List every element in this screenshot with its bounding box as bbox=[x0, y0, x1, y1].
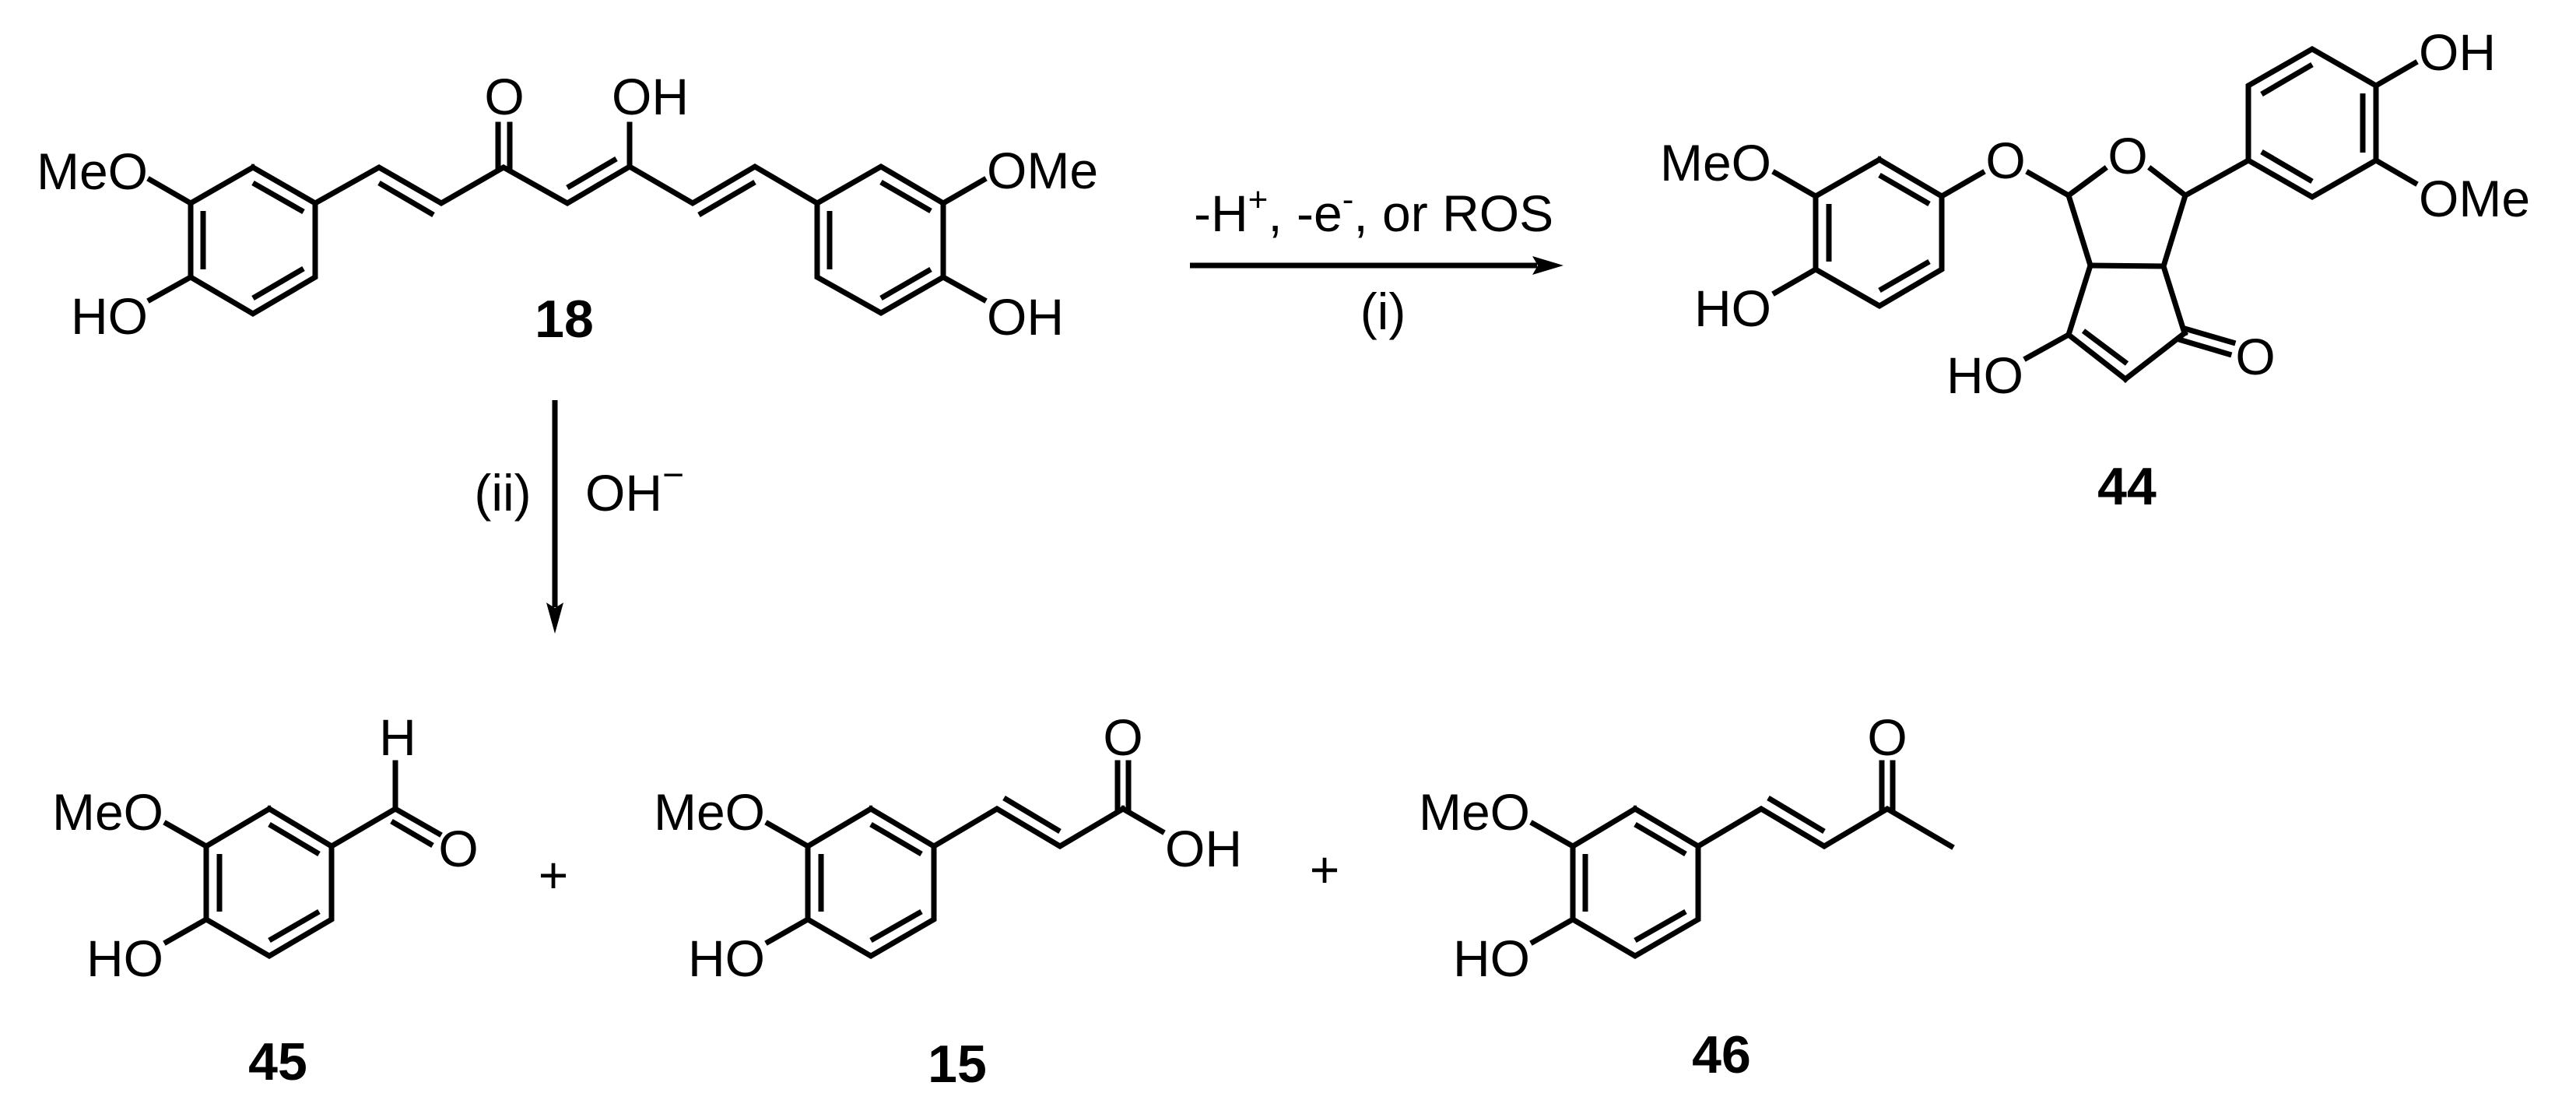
atom-label-meo: MeO bbox=[37, 142, 148, 200]
atom-label-meo: MeO bbox=[52, 783, 163, 841]
atom-label-oh: OH bbox=[2419, 23, 2496, 81]
compound-45-structure: MeO HO H O bbox=[52, 708, 479, 987]
reaction-arrow-ii bbox=[546, 400, 563, 634]
atom-label-meo: MeO bbox=[654, 783, 765, 841]
atom-label-carbonyl-o: O bbox=[484, 68, 524, 125]
atom-label-ring-o: O bbox=[2107, 127, 2147, 184]
atom-label-aldehyde-o: O bbox=[438, 820, 478, 877]
atom-label-acid-oh: OH bbox=[1165, 820, 1242, 877]
compound-15-structure: MeO HO O OH bbox=[654, 708, 1242, 987]
atom-label-enol-ho: HO bbox=[1946, 346, 2023, 404]
atom-label-carbonyl-o: O bbox=[1103, 708, 1142, 766]
compound-44-structure: MeO HO O O OH OMe HO O bbox=[1660, 23, 2530, 404]
compound-number-46: 46 bbox=[1692, 1025, 1751, 1084]
reagent-text-i: -H+, -e-, or ROS bbox=[1194, 181, 1553, 242]
step-label-ii: (ii) bbox=[474, 464, 531, 522]
compound-46-structure: MeO HO O bbox=[1419, 708, 1955, 987]
compound-number-18: 18 bbox=[535, 290, 594, 349]
plus-sign: + bbox=[1310, 841, 1340, 898]
atom-label-oh: OH bbox=[987, 288, 1064, 346]
compound-number-44: 44 bbox=[2097, 457, 2157, 516]
atom-label-ho: HO bbox=[1453, 930, 1530, 987]
step-label-i: (i) bbox=[1360, 283, 1406, 340]
atom-label-ho: HO bbox=[688, 930, 765, 987]
reagent-text-ii: OH− bbox=[585, 455, 684, 522]
reaction-arrow-i bbox=[1190, 256, 1563, 275]
atom-label-ome: OMe bbox=[987, 142, 1098, 199]
atom-label-ho: HO bbox=[71, 287, 148, 345]
atom-label-enol-oh: OH bbox=[612, 68, 689, 125]
compound-number-15: 15 bbox=[928, 1035, 987, 1094]
atom-label-ho: HO bbox=[86, 930, 163, 987]
atom-label-ether-o: O bbox=[1985, 132, 2025, 189]
compound-number-45: 45 bbox=[248, 1032, 307, 1091]
plus-sign: + bbox=[539, 846, 569, 904]
atom-label-ketone-o: O bbox=[2235, 328, 2275, 385]
atom-label-ome: OMe bbox=[2419, 170, 2530, 227]
compound-18-structure: MeO HO O OH OMe OH bbox=[37, 68, 1098, 346]
atom-label-aldehyde-h: H bbox=[379, 708, 416, 766]
atom-label-meo: MeO bbox=[1660, 134, 1771, 192]
atom-label-ketone-o: O bbox=[1867, 708, 1907, 766]
atom-label-meo: MeO bbox=[1419, 783, 1530, 841]
atom-label-ho: HO bbox=[1694, 279, 1771, 337]
